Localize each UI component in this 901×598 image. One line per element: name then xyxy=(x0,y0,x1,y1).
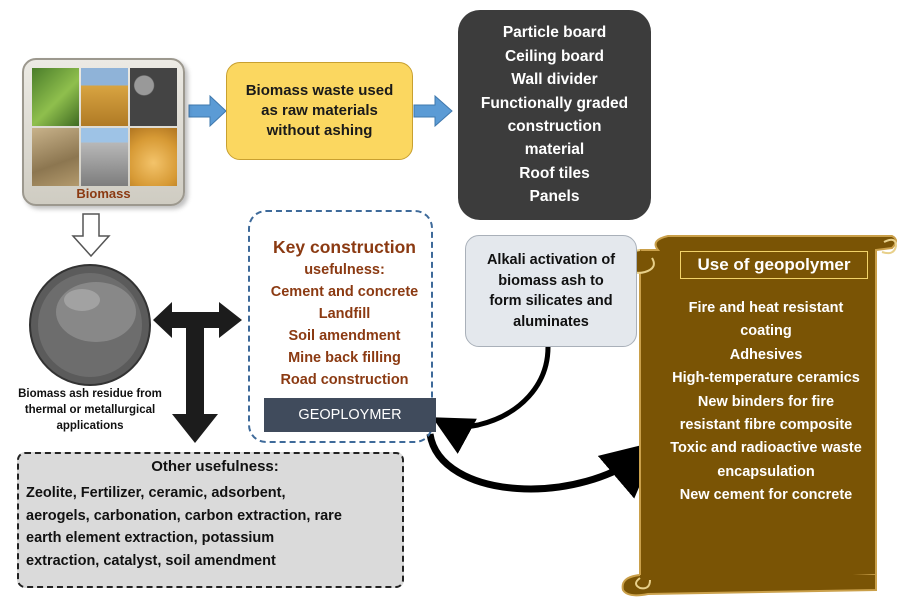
product-item: Particle board xyxy=(502,24,607,42)
raw-material-line: Biomass waste used xyxy=(245,82,394,99)
alkali-line: aluminates xyxy=(513,313,589,330)
geopolymer-use-item: coating xyxy=(740,323,792,340)
alkali-line: form silicates and xyxy=(489,293,613,309)
key-construction-item: Cement and concrete xyxy=(270,284,419,300)
biomass-image-hay-bale xyxy=(81,68,128,126)
key-construction-title: Key construction xyxy=(273,237,416,257)
other-usefulness-body: Zeolite, Fertilizer, ceramic, adsorbent,… xyxy=(26,482,397,572)
arrow-biomass-to-ash-icon xyxy=(71,213,111,258)
arrow-geopolymer-to-use-icon xyxy=(426,433,659,499)
geopolymer-use-item: New cement for concrete xyxy=(679,487,853,504)
product-item: Wall divider xyxy=(511,71,598,89)
raw-material-line: without ashing xyxy=(266,122,373,139)
other-usefulness-line: Zeolite, Fertilizer, ceramic, adsorbent, xyxy=(26,485,286,501)
key-construction-item: Road construction xyxy=(280,372,409,388)
product-item: Panels xyxy=(529,188,580,206)
product-item: construction xyxy=(507,118,602,135)
product-item: material xyxy=(524,141,585,159)
arrow-alkali-to-geopolymer-icon xyxy=(432,346,551,454)
geopolymer-use-item: resistant fibre composite xyxy=(679,417,853,434)
geopolymer-use-item: Toxic and radioactive waste xyxy=(670,440,862,457)
arrow-biomass-to-raw-icon xyxy=(188,94,227,128)
other-usefulness-line: extraction, catalyst, soil amendment xyxy=(26,552,276,569)
key-construction-item: Landfill xyxy=(318,306,371,322)
biomass-image-pellets xyxy=(130,68,177,126)
other-usefulness-line: earth element extraction, potassium xyxy=(26,530,275,546)
geopolymer-use-item: encapsulation xyxy=(717,463,815,480)
product-item: Roof tiles xyxy=(519,164,590,182)
products-box: Particle board Ceiling board Wall divide… xyxy=(458,10,651,220)
geopolymer-use-title: Use of geopolymer xyxy=(680,251,868,279)
biomass-label: Biomass xyxy=(76,186,131,201)
biomass-image-grass xyxy=(32,68,79,126)
geopolymer-bar: GEOPLOYMER xyxy=(264,398,436,432)
ash-label-line: Biomass ash residue from xyxy=(18,388,162,400)
key-construction-subtitle: usefulness: xyxy=(304,262,385,278)
biomass-image-waste-pile xyxy=(81,128,128,186)
raw-material-box: Biomass waste used as raw materials with… xyxy=(226,62,413,160)
product-item: Ceiling board xyxy=(504,47,605,65)
key-construction-item: Soil amendment xyxy=(288,328,401,344)
ash-label-line: applications xyxy=(56,419,124,432)
geopolymer-use-item: Fire and heat resistant xyxy=(688,300,844,316)
alkali-line: Alkali activation of xyxy=(486,252,616,268)
other-usefulness-box xyxy=(17,452,404,588)
raw-material-line: as raw materials xyxy=(261,102,378,119)
ash-label-line: thermal or metallurgical xyxy=(24,403,156,416)
alkali-activation-box: Alkali activation of biomass ash to form… xyxy=(465,235,637,347)
alkali-line: biomass ash to xyxy=(498,272,604,289)
geopolymer-use-item: New binders for fire xyxy=(697,393,835,410)
other-usefulness-title: Other usefulness: xyxy=(151,458,279,475)
geopolymer-use-list: Fire and heat resistant coating Adhesive… xyxy=(650,297,882,508)
biomass-image-shavings xyxy=(130,128,177,186)
geopolymer-use-item: Adhesives xyxy=(729,346,803,363)
key-construction-item: Mine back filling xyxy=(288,350,401,366)
other-usefulness-line: aerogels, carbonation, carbon extraction… xyxy=(26,507,342,524)
arrow-raw-to-products-icon xyxy=(413,94,453,128)
key-construction-text: Key construction usefulness: Cement and … xyxy=(252,235,437,391)
product-item: Functionally graded xyxy=(480,94,629,112)
key-construction-box xyxy=(248,210,433,443)
geopolymer-use-item: High-temperature ceramics xyxy=(672,370,860,387)
geopolymer-scroll xyxy=(621,235,898,597)
ash-residue-label: Biomass ash residue from thermal or meta… xyxy=(4,387,176,434)
biomass-image-frame xyxy=(22,58,185,206)
biomass-image-wood-chips xyxy=(32,128,79,186)
arrow-ash-to-uses-icon xyxy=(153,302,242,443)
